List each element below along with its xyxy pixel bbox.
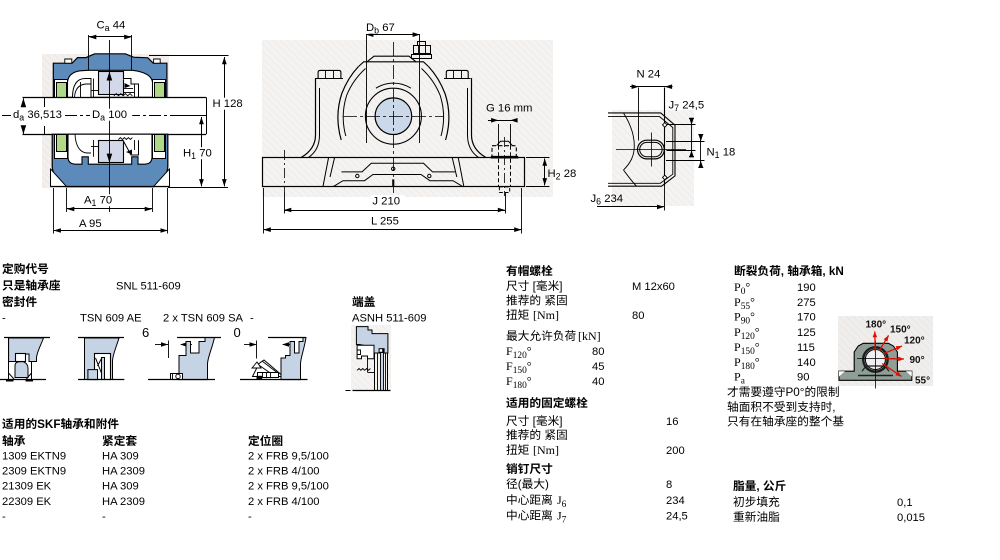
svg-text:da 36,513: da 36,513	[13, 109, 62, 122]
svg-text:120°: 120°	[904, 336, 925, 347]
svg-text:J6: J6	[557, 493, 567, 510]
svg-text:[Nm]: [Nm]	[533, 308, 559, 322]
svg-text:HA 309: HA 309	[102, 451, 139, 463]
svg-text:190: 190	[797, 282, 816, 294]
svg-text:150°: 150°	[890, 325, 911, 336]
svg-text:1309 EKTN9: 1309 EKTN9	[2, 451, 66, 463]
svg-text:P0°: P0°	[786, 386, 805, 399]
svg-text:P0°: P0°	[734, 280, 750, 297]
svg-text:,: ,	[756, 480, 763, 493]
svg-text:N1 18: N1 18	[707, 147, 736, 160]
svg-text:[: [	[529, 415, 536, 428]
svg-text:80: 80	[632, 310, 644, 322]
svg-text:2 x FRB 9,5/100: 2 x FRB 9,5/100	[248, 451, 329, 463]
svg-text:2309 EKTN9: 2309 EKTN9	[2, 466, 66, 478]
svg-text:M 12x60: M 12x60	[632, 281, 675, 293]
svg-text:140: 140	[797, 357, 816, 369]
svg-text:A 95: A 95	[79, 218, 102, 230]
svg-text:TSN 609 AE: TSN 609 AE	[80, 313, 142, 325]
svg-text:Ca 44: Ca 44	[97, 20, 126, 33]
svg-text:SNL 511-609: SNL 511-609	[116, 281, 181, 293]
svg-text:[Nm]: [Nm]	[533, 443, 559, 457]
svg-text:8: 8	[666, 479, 672, 491]
svg-text:P55°: P55°	[734, 295, 755, 312]
svg-text:]: ]	[559, 415, 562, 428]
svg-text:P90°: P90°	[734, 310, 755, 327]
svg-text:0,015: 0,015	[897, 512, 925, 524]
svg-text:115: 115	[797, 342, 815, 354]
svg-text:80: 80	[592, 346, 604, 358]
svg-text:Pa: Pa	[734, 370, 746, 387]
svg-text:F180°: F180°	[506, 374, 532, 391]
svg-text:N 24: N 24	[637, 69, 661, 81]
svg-text:,: ,	[781, 265, 788, 278]
svg-text:ASNH 511-609: ASNH 511-609	[352, 313, 426, 325]
svg-text:-: -	[2, 313, 6, 325]
svg-text:H2 28: H2 28	[548, 168, 577, 181]
svg-text:): )	[545, 478, 549, 491]
svg-text:200: 200	[666, 445, 685, 457]
svg-text:HA 2309: HA 2309	[102, 496, 145, 508]
svg-text:J 210: J 210	[372, 196, 400, 208]
svg-text:90: 90	[797, 372, 809, 384]
svg-text:2 x TSN 609 SA: 2 x TSN 609 SA	[163, 313, 244, 325]
svg-text:,: ,	[832, 401, 835, 414]
svg-text:0,1: 0,1	[897, 497, 913, 509]
svg-text:90°: 90°	[910, 355, 925, 366]
svg-text:-: -	[2, 511, 6, 523]
svg-text:J6 234: J6 234	[591, 193, 624, 206]
svg-text:-: -	[102, 511, 106, 523]
svg-text:H 128: H 128	[213, 98, 243, 110]
svg-text:16: 16	[666, 416, 678, 428]
svg-text:[kN]: [kN]	[578, 329, 601, 343]
svg-text:Db 67: Db 67	[366, 22, 395, 35]
svg-text:2 x FRB 9,5/100: 2 x FRB 9,5/100	[248, 481, 329, 493]
svg-text:J7 24,5: J7 24,5	[669, 100, 705, 113]
svg-text:170: 170	[797, 312, 816, 324]
svg-text:Da 100: Da 100	[92, 109, 127, 122]
svg-text:55°: 55°	[915, 376, 930, 387]
svg-text:H1 70: H1 70	[183, 148, 212, 161]
svg-text:2 x FRB 4/100: 2 x FRB 4/100	[248, 496, 320, 508]
svg-text:L 255: L 255	[371, 216, 399, 228]
svg-text:24,5: 24,5	[666, 511, 688, 523]
svg-text:234: 234	[666, 495, 685, 507]
svg-text:180°: 180°	[866, 320, 887, 331]
svg-text:21309 EK: 21309 EK	[2, 481, 52, 493]
svg-text:J7: J7	[557, 509, 567, 526]
svg-text:45: 45	[592, 361, 604, 373]
svg-text:6: 6	[142, 325, 149, 340]
svg-text:(: (	[518, 478, 522, 491]
svg-text:G 16 mm: G 16 mm	[486, 103, 532, 115]
svg-text:0: 0	[234, 325, 241, 340]
svg-text:]: ]	[559, 280, 562, 293]
svg-text:40: 40	[592, 376, 604, 388]
svg-text:, kN: , kN	[822, 265, 843, 278]
svg-text:HA 2309: HA 2309	[102, 466, 145, 478]
svg-text:-: -	[248, 511, 252, 523]
svg-text:[: [	[529, 280, 536, 293]
svg-text:-: -	[250, 313, 254, 325]
svg-text:22309 EK: 22309 EK	[2, 496, 52, 508]
svg-text:275: 275	[797, 297, 816, 309]
svg-text:A1 70: A1 70	[84, 195, 112, 208]
svg-text:2 x FRB 4/100: 2 x FRB 4/100	[248, 466, 320, 478]
svg-text:HA 309: HA 309	[102, 481, 139, 493]
svg-text:125: 125	[797, 327, 816, 339]
svg-text:SKF: SKF	[37, 418, 60, 431]
